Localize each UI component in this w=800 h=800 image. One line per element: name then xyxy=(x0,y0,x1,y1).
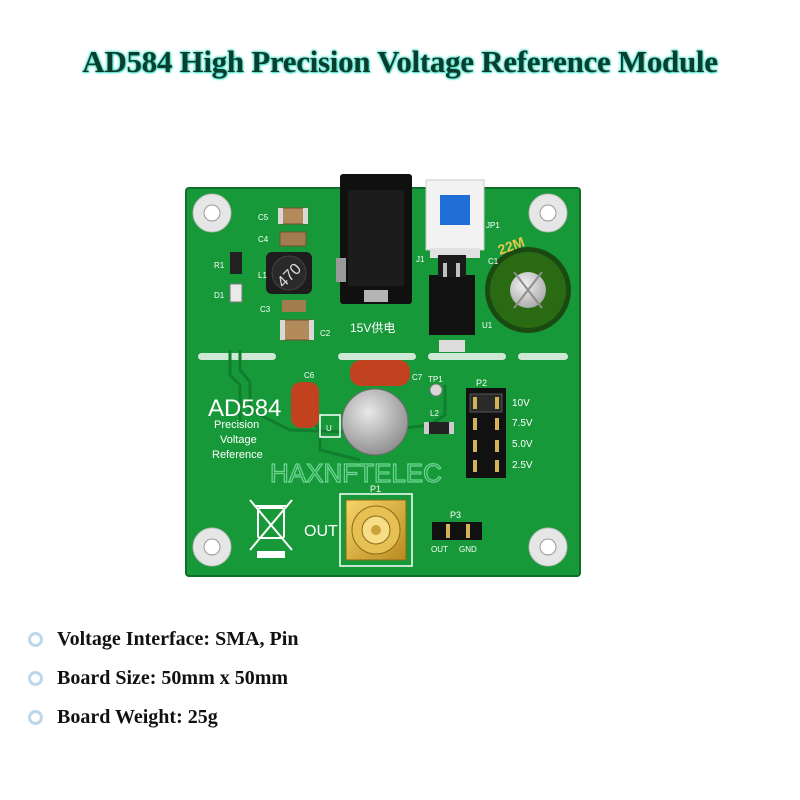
refdes-c2: C2 xyxy=(320,329,331,338)
sma-connector xyxy=(345,499,407,561)
voltage-option-7-5v: 7.5V xyxy=(512,418,533,429)
spec-item: Board Weight: 25g xyxy=(26,698,298,737)
mounting-hole-tr xyxy=(528,193,568,233)
out-label: OUT xyxy=(304,523,338,540)
voltage-regulator xyxy=(429,255,475,352)
electrolytic-capacitor: 22M xyxy=(485,233,571,333)
mounting-hole-bl xyxy=(192,527,232,567)
led-d1 xyxy=(229,283,243,303)
spec-item: Voltage Interface: SMA, Pin xyxy=(26,620,298,659)
refdes-tp1: TP1 xyxy=(428,375,443,384)
refdes-l2: L2 xyxy=(430,409,439,418)
p3-label: P3 xyxy=(450,510,461,520)
bullet-circle-icon xyxy=(28,671,43,686)
ad584-chip xyxy=(319,388,409,456)
voltage-option-10v: 10V xyxy=(512,398,530,409)
refdes-jp1: JP1 xyxy=(486,221,500,230)
test-point-tp1 xyxy=(429,383,443,397)
refdes-u1: U1 xyxy=(482,321,493,330)
bullet-circle-icon xyxy=(28,632,43,647)
inductor-l2 xyxy=(424,422,454,434)
refdes-l1: L1 xyxy=(258,271,267,280)
p2-label: P2 xyxy=(476,378,487,388)
spec-item: Board Size: 50mm x 50mm xyxy=(26,659,298,698)
silk-main-label: AD584 xyxy=(208,395,281,422)
refdes-r1: R1 xyxy=(214,261,225,270)
weee-bin-icon xyxy=(249,499,293,558)
pcb-traces xyxy=(228,350,447,462)
pin-header-p3 xyxy=(432,522,482,540)
separator-slots xyxy=(198,353,568,360)
smd-capacitor-c4 xyxy=(279,231,307,247)
spec-voltage-interface: Voltage Interface: SMA, Pin xyxy=(57,628,299,650)
silk-sub-line-3: Reference xyxy=(212,449,263,461)
voltage-option-5-0v: 5.0V xyxy=(512,439,533,450)
refdes-c4: C4 xyxy=(258,235,269,244)
bullet-circle-icon xyxy=(28,710,43,725)
spec-board-weight: Board Weight: 25g xyxy=(57,706,218,728)
push-button xyxy=(425,179,485,258)
p1-label: P1 xyxy=(370,484,381,494)
refdes-d1: D1 xyxy=(214,291,225,300)
smd-capacitor-c5 xyxy=(278,207,308,225)
inductor-l1: 470 xyxy=(266,252,312,294)
smd-capacitor-c3 xyxy=(282,300,306,312)
spec-board-size: Board Size: 50mm x 50mm xyxy=(57,667,289,689)
smd-capacitor-c2 xyxy=(280,319,314,341)
watermark-text: HAXNFTELEC xyxy=(270,458,442,488)
refdes-c3: C3 xyxy=(260,305,271,314)
refdes-j1: J1 xyxy=(416,255,425,264)
refdes-c5: C5 xyxy=(258,213,269,222)
p3-pin-out: OUT xyxy=(431,545,448,554)
spec-list: Voltage Interface: SMA, Pin Board Size: … xyxy=(26,620,298,737)
film-capacitor-c7 xyxy=(350,360,410,386)
resistor-r1 xyxy=(230,252,242,274)
page-title: AD584 High Precision Voltage Reference M… xyxy=(82,44,718,79)
silk-sub-line-1: Precision xyxy=(214,419,259,431)
p3-pin-gnd: GND xyxy=(459,545,477,554)
dc-jack xyxy=(336,174,412,304)
refdes-u: U xyxy=(326,424,332,433)
silk-sub-line-2: Voltage xyxy=(220,434,257,446)
pcb-board-photo: 22M 470 xyxy=(170,160,600,590)
mounting-hole-br xyxy=(528,527,568,567)
pcb-board-illustration: 22M 470 xyxy=(185,174,581,577)
voltage-option-2-5v: 2.5V xyxy=(512,460,533,471)
pin-header-p2 xyxy=(466,388,506,478)
power-label: 15V供电 xyxy=(350,321,395,335)
refdes-c7: C7 xyxy=(412,373,423,382)
refdes-c1: C1 xyxy=(488,257,499,266)
refdes-c6: C6 xyxy=(304,371,315,380)
mounting-hole-tl xyxy=(192,193,232,233)
film-capacitor-c6 xyxy=(291,382,319,428)
